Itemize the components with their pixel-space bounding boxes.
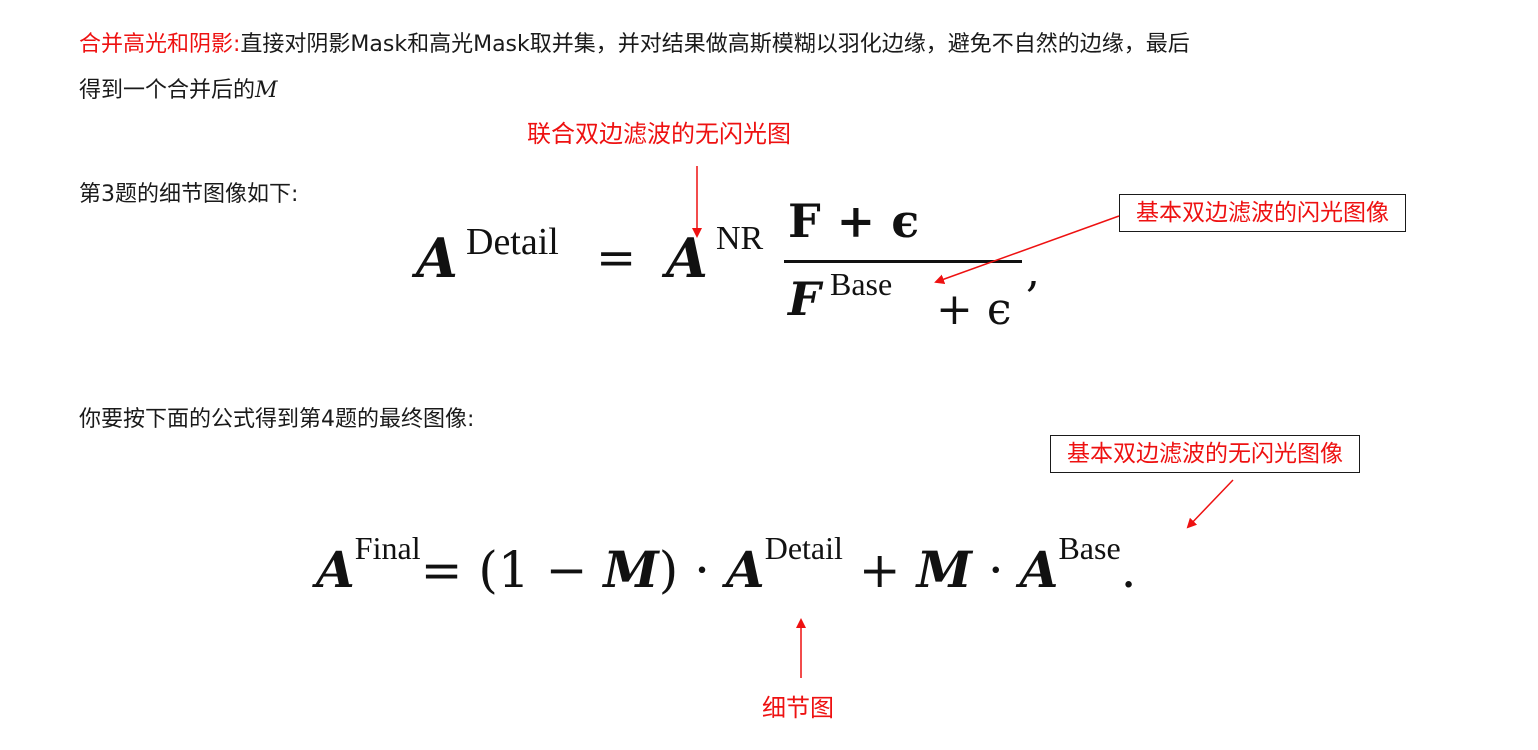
eq2-m: M	[603, 540, 659, 599]
equation-final: AFinal= (1 − M) · ADetail + M · ABase.	[316, 530, 1316, 620]
eq2-a-final: A	[316, 540, 355, 599]
eq2-final-sup: Final	[354, 530, 421, 566]
eq2-a-base: A	[1019, 540, 1059, 599]
paragraph-text-line2: 得到一个合并后的	[79, 78, 256, 103]
eq1-nr-sup: NR	[716, 220, 764, 257]
eq1-base-sup: Base	[830, 266, 893, 302]
arrow-to-f-base	[934, 215, 1120, 284]
annotation-flash-base-box: 基本双边滤波的闪光图像	[1119, 194, 1406, 232]
eq1-comma: ,	[1026, 246, 1040, 297]
eq2-plus: +	[842, 541, 917, 599]
eq1-detail-sup: Detail	[466, 221, 559, 263]
eq2-middle: = (1 −	[420, 541, 604, 599]
eq1-numerator: F + ϵ	[788, 194, 920, 248]
arrow-to-a-base	[1186, 479, 1234, 529]
annotation-detail-map: 细节图	[762, 694, 834, 722]
eq2-detail-sup: Detail	[764, 530, 843, 566]
annotation-no-flash-base-box: 基本双边滤波的无闪光图像	[1050, 435, 1360, 473]
paragraph-final-intro: 你要按下面的公式得到第4题的最终图像:	[79, 407, 475, 432]
eq2-m2: M	[916, 540, 972, 599]
eq2-period: .	[1120, 541, 1137, 599]
eq2-dot: ·	[971, 541, 1020, 599]
paragraph-merge: 合并高光和阴影:直接对阴影Mask和高光Mask取并集，并对结果做高斯模糊以羽化…	[79, 30, 1190, 60]
annotation-no-flash-joint: 联合双边滤波的无闪光图	[527, 120, 791, 148]
equation-detail: A Detail = A NR F + ϵ F Base + ϵ ,	[416, 194, 1056, 346]
eq1-plus-eps: + ϵ	[936, 284, 1012, 335]
section-heading: 合并高光和阴影:	[79, 32, 241, 57]
paragraph-text-line1: 直接对阴影Mask和高光Mask取并集，并对结果做高斯模糊以羽化边缘，避免不自然…	[240, 32, 1190, 57]
eq2-a-detail: A	[725, 540, 765, 599]
eq1-f-base: F	[788, 272, 821, 326]
eq2-base-sup: Base	[1058, 530, 1121, 566]
eq1-fraction-bar	[784, 260, 1022, 263]
paragraph-detail-intro: 第3题的细节图像如下:	[79, 182, 299, 207]
eq2-close: ) ·	[658, 541, 726, 599]
variable-m: M	[255, 78, 278, 103]
eq1-a-detail: A	[416, 226, 458, 290]
eq1-equals: =	[596, 230, 637, 286]
paragraph-merge-line2: 得到一个合并后的M	[79, 76, 278, 106]
